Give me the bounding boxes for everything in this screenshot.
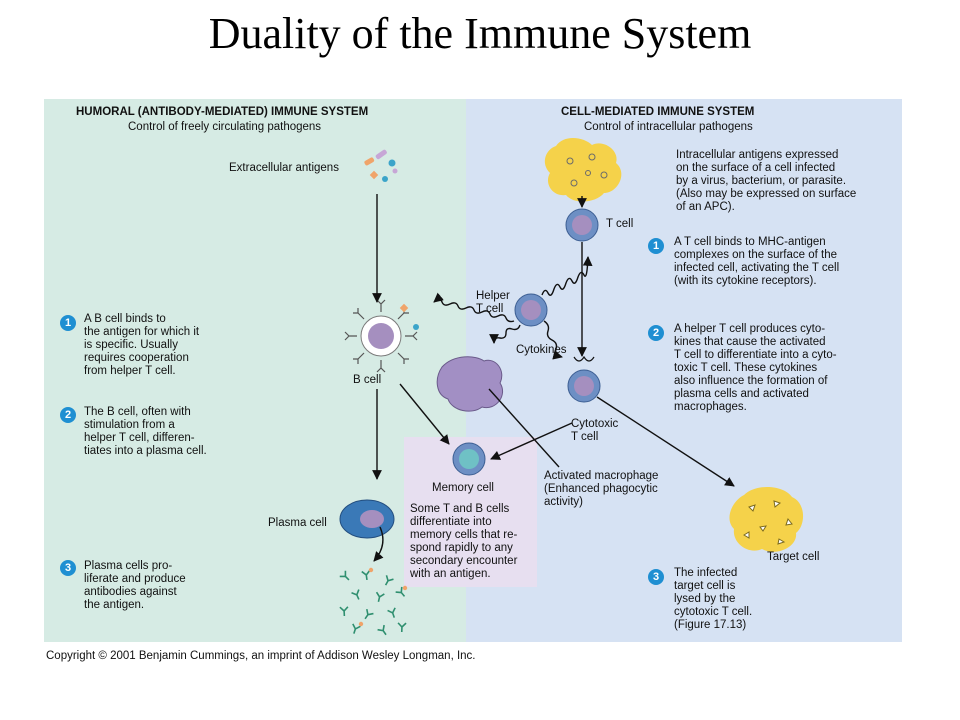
humoral-step-1-text: A B cell binds to the antigen for which … (84, 313, 200, 377)
target-cell-icon (729, 486, 804, 552)
humoral-subheader: Control of freely circulating pathogens (128, 121, 322, 133)
arrow-plasma-to-antibodies (373, 526, 384, 562)
cell-mediated-header: CELL-MEDIATED IMMUNE SYSTEM (561, 106, 755, 118)
b-cell-icon (344, 299, 419, 373)
cell-step-2-text: A helper T cell produces cyto- kines tha… (674, 323, 837, 413)
humoral-step-3-text: Plasma cells pro- liferate and produce a… (84, 560, 186, 611)
humoral-step-3-badge: 3 (60, 560, 76, 576)
antibodies-icon (339, 567, 408, 636)
target-cell-label: Target cell (767, 551, 820, 563)
antibody-icon (384, 575, 394, 586)
cytotoxic-t-cell-label: Cytotoxic T cell (571, 418, 619, 443)
cytokine-wave-to-macrophage (489, 324, 521, 344)
antibody-icon (387, 607, 396, 618)
cytotoxic-t-cell-icon (567, 355, 601, 403)
cell-mediated-panel (466, 99, 902, 642)
arrow-cytotoxic-to-memory (490, 422, 573, 460)
humoral-step-2-badge: 2 (60, 407, 76, 423)
extracellular-antigens-label: Extracellular antigens (229, 162, 339, 174)
immune-system-figure: HUMORAL (ANTIBODY-MEDIATED) IMMUNE SYSTE… (44, 99, 902, 642)
antibody-icon (377, 624, 387, 636)
humoral-step-2-text: The B cell, often with stimulation from … (84, 406, 207, 457)
antibody-icon (339, 606, 349, 617)
intracellular-antigens-note: Intracellular antigens expressed on the … (676, 149, 857, 213)
antibody-icon (397, 622, 407, 633)
cell-step-1-badge: 1 (648, 238, 664, 254)
extracellular-antigens-icon (364, 149, 398, 182)
antibody-icon (375, 591, 385, 603)
cell-step-1-text: A T cell binds to MHC-antigen complexes … (674, 236, 840, 287)
humoral-step-1-badge: 1 (60, 315, 76, 331)
cell-step-3-text: The infected target cell is lysed by the… (674, 567, 753, 631)
plasma-cell-label: Plasma cell (268, 517, 327, 529)
slide-title: Duality of the Immune System (208, 9, 752, 58)
memory-cell-note: Some T and B cells differentiate into me… (410, 503, 518, 580)
humoral-panel (44, 99, 466, 642)
cytokine-wave-to-bcell (433, 292, 515, 323)
antibody-icon (351, 589, 360, 600)
cytokine-wave-to-tcell (541, 256, 593, 296)
figure-drawing (44, 99, 902, 642)
memory-cell-icon (452, 442, 486, 476)
memory-cell-label: Memory cell (432, 482, 494, 494)
line-macrophage-label (488, 388, 560, 468)
activated-macrophage-label: Activated macrophage (Enhanced phagocyti… (544, 470, 659, 508)
bound-antigen-icon (358, 621, 364, 627)
antibody-icon (352, 623, 361, 634)
cell-mediated-subheader: Control of intracellular pathogens (584, 121, 753, 133)
copyright-notice: Copyright © 2001 Benjamin Cummings, an i… (46, 650, 476, 662)
plasma-cell-icon (339, 499, 395, 539)
cytokines-label: Cytokines (516, 344, 567, 356)
antibody-icon (361, 569, 371, 581)
bound-antigen-icon (368, 567, 374, 573)
helper-t-cell-label: Helper T cell (476, 290, 510, 315)
infected-cell-icon (544, 137, 622, 202)
antibody-icon (364, 608, 374, 620)
cell-step-3-badge: 3 (648, 569, 664, 585)
helper-t-cell-icon (514, 293, 548, 327)
arrow-cytotoxic-to-target (596, 396, 735, 487)
antibody-icon (395, 586, 406, 597)
humoral-header: HUMORAL (ANTIBODY-MEDIATED) IMMUNE SYSTE… (76, 106, 369, 118)
antibody-icon (339, 570, 350, 581)
arrow-bcell-to-memory (399, 383, 450, 445)
bound-antigen-icon (402, 585, 408, 591)
cytokine-wave-to-cytotoxic (543, 320, 563, 360)
cell-step-2-badge: 2 (648, 325, 664, 341)
t-cell-label: T cell (606, 218, 634, 230)
b-cell-label: B cell (353, 374, 382, 386)
t-cell-icon (565, 208, 599, 242)
